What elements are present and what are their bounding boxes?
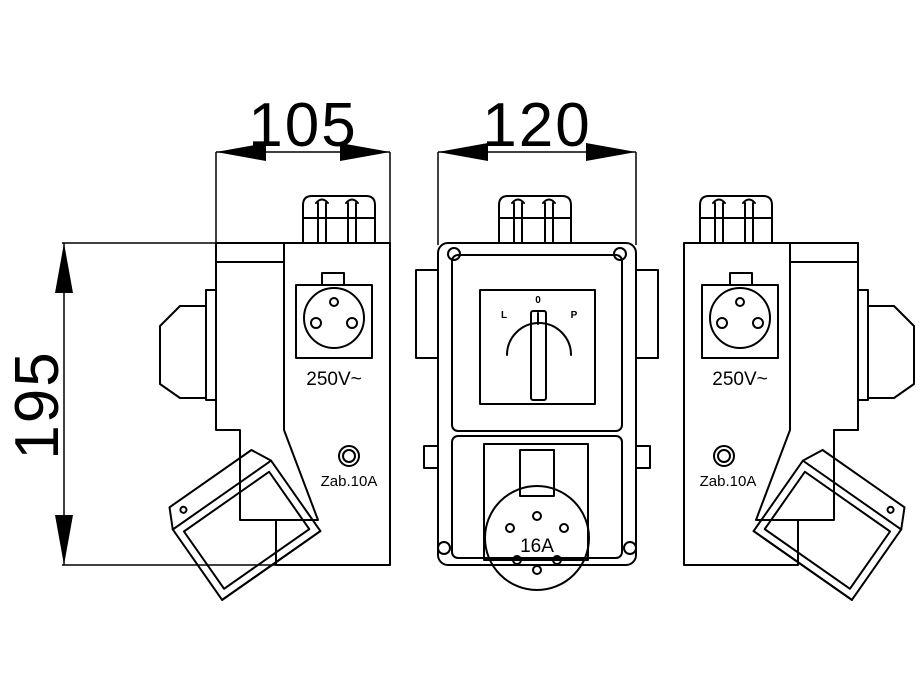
- arrowhead: [216, 143, 266, 161]
- arrowhead: [55, 243, 73, 293]
- angled-socket: [168, 449, 322, 601]
- screw: [623, 541, 637, 555]
- enclosure-lower: [451, 435, 623, 559]
- dimension-front-width: 120: [437, 91, 637, 245]
- mounting-tab-left: [415, 269, 439, 359]
- side-view-left: 250V~ Zab.10A: [159, 195, 391, 601]
- front-view: L 0 P 16A: [415, 195, 659, 591]
- socket-face: [295, 272, 373, 359]
- dimension-label-side-width: 105: [248, 91, 357, 160]
- fuse-label: Zab.10A: [321, 473, 378, 490]
- latch-left: [423, 445, 439, 469]
- dimension-label-front-width: 120: [482, 91, 591, 160]
- latch-right: [635, 445, 651, 469]
- switch-label-p: P: [571, 310, 578, 321]
- fuse-holder: [713, 445, 735, 467]
- mounting-tab-right: [635, 269, 659, 359]
- arrowhead: [586, 143, 636, 161]
- screw: [447, 247, 461, 261]
- voltage-label: 250V~: [306, 369, 361, 390]
- arrowhead: [55, 515, 73, 565]
- fuse-label: Zab.10A: [700, 473, 757, 490]
- dimension-side-width: 105: [215, 91, 391, 245]
- switch-handle: [530, 310, 547, 401]
- switch-knob-side: [159, 289, 217, 401]
- voltage-label: 250V~: [712, 369, 767, 390]
- enclosure-body: [215, 242, 391, 566]
- dimension-height: 195: [3, 242, 390, 566]
- socket-lid-hinge: [519, 449, 555, 497]
- screw: [437, 541, 451, 555]
- cable-gland: [498, 195, 572, 244]
- switch-label-l: L: [501, 310, 507, 321]
- socket-housing: [483, 443, 589, 561]
- fuse-holder: [338, 445, 360, 467]
- switch-dial: [506, 322, 572, 356]
- enclosure-lid: [451, 254, 623, 432]
- screw: [613, 247, 627, 261]
- socket-rating-label: 16A: [520, 536, 554, 557]
- socket-face: [484, 485, 590, 591]
- switch-label-0: 0: [535, 295, 541, 306]
- industrial-socket: 16A: [483, 443, 590, 591]
- rotary-switch: L 0 P: [479, 289, 596, 405]
- arrowhead: [438, 143, 488, 161]
- cable-gland: [302, 195, 376, 244]
- socket-face: [701, 272, 779, 359]
- enclosure-body: [683, 242, 859, 566]
- side-view-right: 250V~ Zab.10A: [683, 195, 915, 601]
- arrowhead: [340, 143, 390, 161]
- dimension-label-height: 195: [3, 350, 72, 459]
- switch-knob-side: [857, 289, 915, 401]
- switch-plate: [479, 289, 596, 405]
- angled-socket: [752, 449, 906, 601]
- cable-gland: [699, 195, 773, 244]
